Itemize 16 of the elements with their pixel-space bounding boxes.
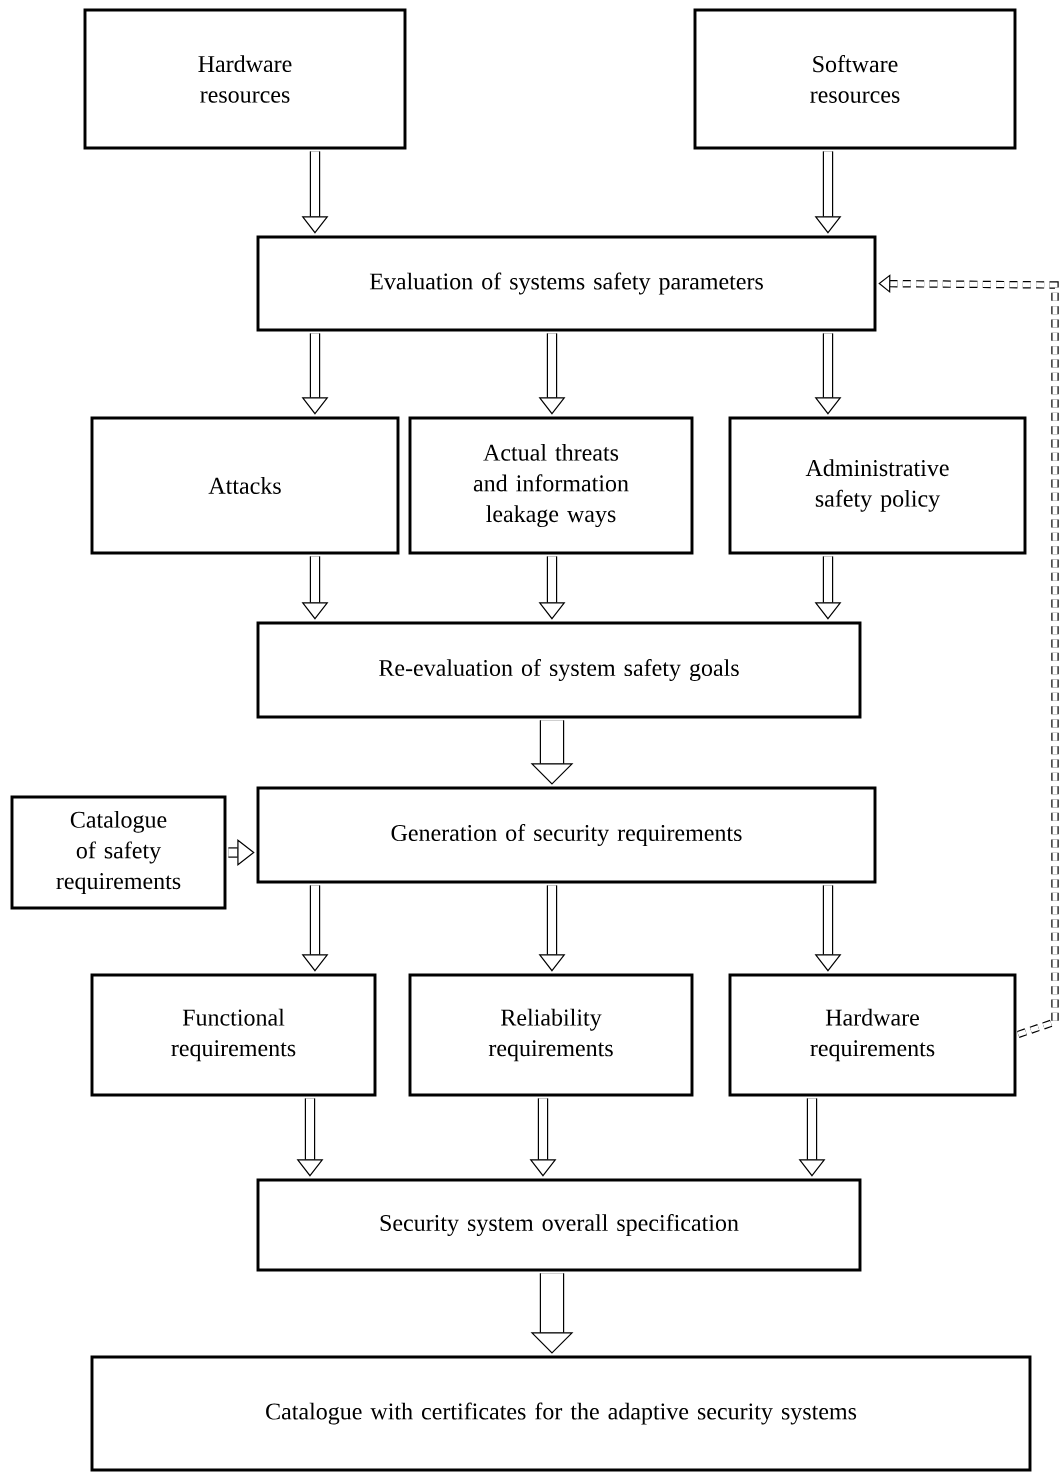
process-box: Administrative safety policy [728, 416, 1027, 555]
process-box: Attacks [90, 416, 400, 555]
process-box: Hardware requirements [728, 973, 1017, 1097]
process-box: Functional requirements [90, 973, 377, 1097]
process-box: Actual threats and information leakage ways [408, 416, 694, 555]
process-box: Re-evaluation of system safety goals [256, 621, 862, 719]
process-box: Catalogue of safety requirements [10, 795, 227, 910]
process-box: Generation of security requirements [256, 786, 877, 884]
process-box: Evaluation of systems safety parameters [256, 235, 877, 332]
process-box: Software resources [693, 8, 1017, 150]
block-arrow [228, 839, 255, 866]
process-box: Reliability requirements [408, 973, 694, 1097]
feedback-arrow [878, 274, 1059, 1038]
process-box: Hardware resources [83, 8, 407, 150]
process-box: Security system overall specification [256, 1178, 862, 1272]
process-box: Catalogue with certificates for the adaptive security systems [90, 1355, 1032, 1472]
